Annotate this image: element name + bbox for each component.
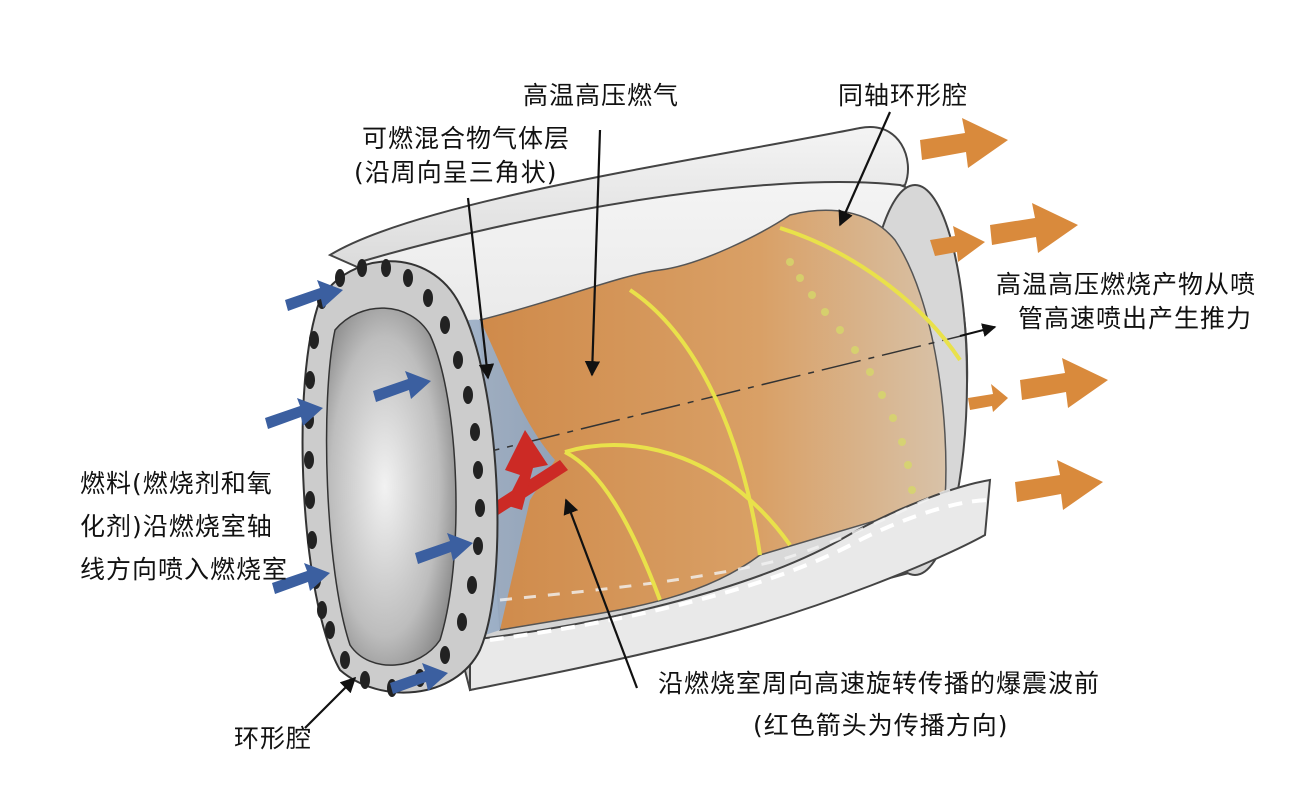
label-annular-cavity: 环形腔 [234,722,312,756]
label-fuel-layer: 可燃混合物气体层 (沿周向呈三角状) [362,122,570,190]
label-fuel-injection: 燃料(燃烧剂和氧 化剂)沿燃烧室轴 线方向喷入燃烧室 [80,462,288,591]
label-hot-gas: 高温高压燃气 [523,79,679,113]
label-coaxial-cavity: 同轴环形腔 [838,79,968,113]
label-exhaust: 高温高压燃烧产物从喷 管高速喷出产生推力 [996,268,1256,336]
label-detonation-front: 沿燃烧室周向高速旋转传播的爆震波前 (红色箭头为传播方向) [658,663,1100,747]
